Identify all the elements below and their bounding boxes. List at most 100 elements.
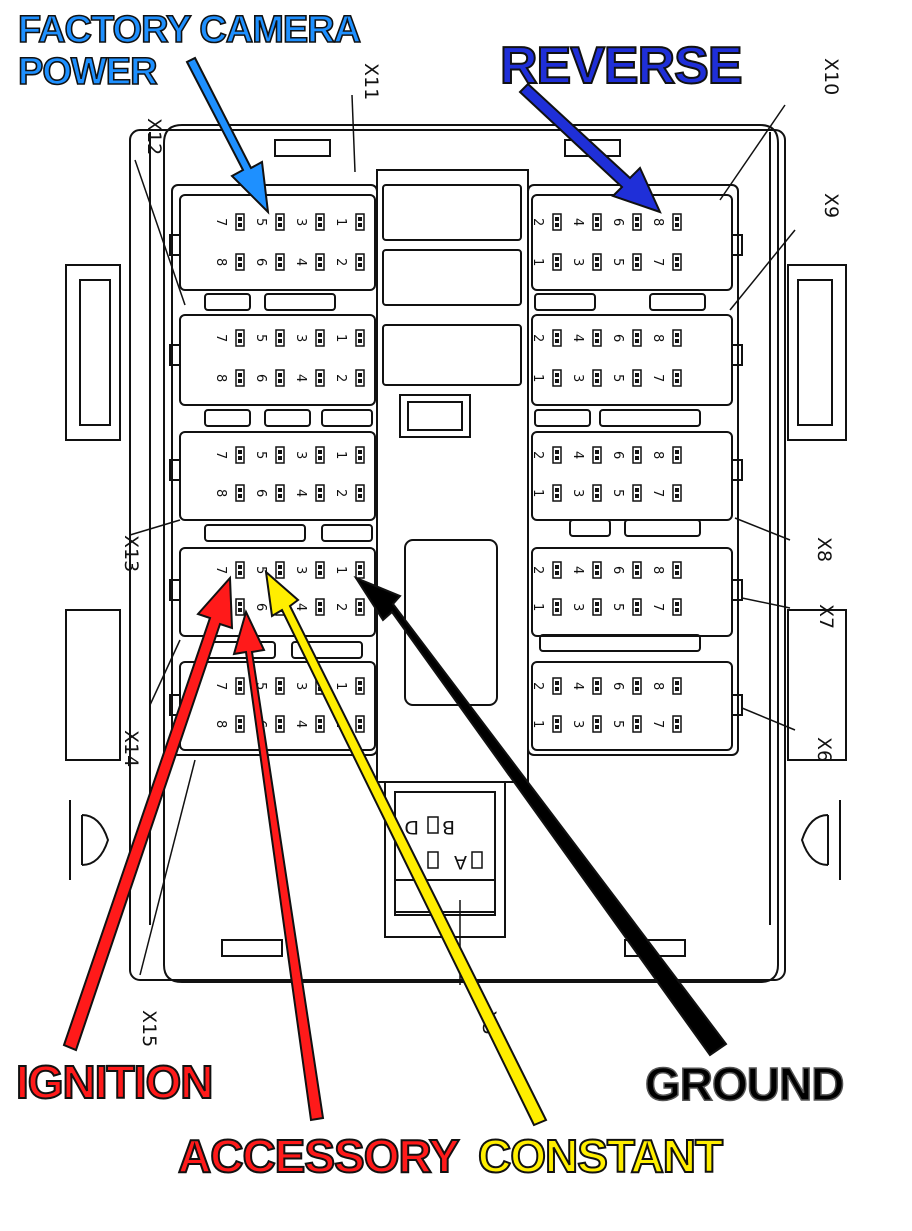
ground-label: GROUND — [645, 1058, 843, 1110]
svg-text:1: 1 — [530, 720, 545, 728]
svg-text:8: 8 — [213, 374, 228, 382]
svg-text:1: 1 — [530, 374, 545, 382]
svg-text:7: 7 — [213, 334, 228, 342]
label-x14: X14 — [120, 730, 142, 767]
left-block-4-bottom-pin-8: 8 — [213, 715, 245, 733]
reverse-label: REVERSE — [500, 37, 742, 95]
svg-text:2: 2 — [530, 682, 545, 690]
svg-text:1: 1 — [333, 682, 348, 690]
callouts: FACTORY CAMERA POWER REVERSE IGNITION AC… — [15, 8, 845, 1183]
label-x6: X6 — [813, 737, 835, 762]
svg-text:3: 3 — [293, 451, 308, 459]
left-block-2-top-pin-1: 1 — [333, 446, 365, 464]
right-block-0-bottom-pin-3: 3 — [570, 253, 602, 271]
svg-text:8: 8 — [650, 682, 665, 690]
svg-text:5: 5 — [253, 451, 268, 459]
svg-text:8: 8 — [650, 451, 665, 459]
housing — [65, 124, 847, 983]
svg-text:4: 4 — [293, 374, 308, 382]
label-x13: X13 — [120, 535, 142, 572]
right-block-0-top-pin-6: 6 — [610, 213, 642, 231]
svg-text:5: 5 — [253, 218, 268, 226]
svg-text:2: 2 — [530, 334, 545, 342]
label-x11: X11 — [360, 63, 382, 100]
right-block-2-top-pin-2: 2 — [530, 446, 562, 464]
svg-text:6: 6 — [253, 489, 268, 497]
left-block-2-bottom-pin-8: 8 — [213, 484, 245, 502]
svg-text:1: 1 — [333, 334, 348, 342]
x5-pin-d: D — [404, 816, 419, 838]
right-block-4-top-pin-4: 4 — [570, 677, 602, 695]
right-block-2-top-pin-6: 6 — [610, 446, 642, 464]
left-block-0-top-pin-7: 7 — [213, 213, 245, 231]
svg-text:5: 5 — [253, 566, 268, 574]
label-x8: X8 — [813, 537, 835, 562]
right-block-4-bottom-pin-5: 5 — [610, 715, 642, 733]
left-block-2-top-pin-3: 3 — [293, 446, 325, 464]
svg-text:4: 4 — [570, 218, 585, 226]
svg-text:8: 8 — [213, 489, 228, 497]
x5-terminal-0 — [427, 816, 439, 834]
left-block-1-top-pin-3: 3 — [293, 329, 325, 347]
x5-pin-labels: B D A — [404, 816, 467, 873]
left-block-0-bottom-pin-4: 4 — [293, 253, 325, 271]
right-block-2-top-pin-4: 4 — [570, 446, 602, 464]
svg-text:7: 7 — [650, 258, 665, 266]
right-block-2-bottom-pin-5: 5 — [610, 484, 642, 502]
svg-text:3: 3 — [570, 720, 585, 728]
right-block-2-bottom-pin-7: 7 — [650, 484, 682, 502]
svg-text:6: 6 — [253, 603, 268, 611]
right-block-2-bottom-pin-1: 1 — [530, 484, 562, 502]
left-block-2-top-pin-7: 7 — [213, 446, 245, 464]
svg-text:5: 5 — [610, 258, 625, 266]
svg-text:7: 7 — [650, 374, 665, 382]
svg-text:3: 3 — [293, 218, 308, 226]
constant-arrow — [264, 569, 548, 1127]
svg-text:5: 5 — [253, 334, 268, 342]
right-block-3-top-pin-4: 4 — [570, 561, 602, 579]
svg-text:6: 6 — [253, 374, 268, 382]
label-x9: X9 — [820, 193, 842, 218]
x5-pin-a: A — [454, 851, 467, 873]
right-block-1-bottom-pin-1: 1 — [530, 369, 562, 387]
svg-text:1: 1 — [530, 489, 545, 497]
camera-label-line2: POWER — [18, 51, 157, 93]
right-block-1-top-pin-6: 6 — [610, 329, 642, 347]
svg-text:4: 4 — [293, 603, 308, 611]
svg-text:4: 4 — [570, 334, 585, 342]
svg-text:6: 6 — [610, 566, 625, 574]
svg-text:8: 8 — [213, 720, 228, 728]
ignition-arrow — [62, 575, 234, 1052]
left-block-0-top-pin-5: 5 — [253, 213, 285, 231]
left-block-0-bottom-pin-8: 8 — [213, 253, 245, 271]
svg-text:1: 1 — [530, 258, 545, 266]
right-block-3-top-pin-8: 8 — [650, 561, 682, 579]
svg-text:2: 2 — [530, 566, 545, 574]
left-block-3-top-pin-3: 3 — [293, 561, 325, 579]
left-block-4-top-pin-1: 1 — [333, 677, 365, 695]
svg-text:4: 4 — [570, 682, 585, 690]
svg-text:6: 6 — [610, 682, 625, 690]
constant-label: CONSTANT — [478, 1130, 723, 1182]
right-block-1-top-pin-2: 2 — [530, 329, 562, 347]
right-block-2-bottom-pin-3: 3 — [570, 484, 602, 502]
svg-text:4: 4 — [293, 258, 308, 266]
reverse-arrow — [518, 82, 662, 214]
svg-text:7: 7 — [213, 451, 228, 459]
svg-text:8: 8 — [650, 218, 665, 226]
svg-text:3: 3 — [570, 489, 585, 497]
svg-text:8: 8 — [213, 258, 228, 266]
right-block-4-bottom-pin-3: 3 — [570, 715, 602, 733]
right-block-0-bottom-pin-7: 7 — [650, 253, 682, 271]
x5-pin-b: B — [442, 816, 455, 838]
accessory-arrow — [232, 609, 325, 1122]
svg-text:2: 2 — [333, 374, 348, 382]
left-block-2-top-pin-5: 5 — [253, 446, 285, 464]
left-block-1-bottom-pin-2: 2 — [333, 369, 365, 387]
right-block-3-bottom-pin-7: 7 — [650, 598, 682, 616]
svg-text:1: 1 — [333, 566, 348, 574]
svg-text:4: 4 — [293, 489, 308, 497]
svg-text:4: 4 — [570, 566, 585, 574]
svg-text:5: 5 — [610, 720, 625, 728]
svg-text:4: 4 — [570, 451, 585, 459]
